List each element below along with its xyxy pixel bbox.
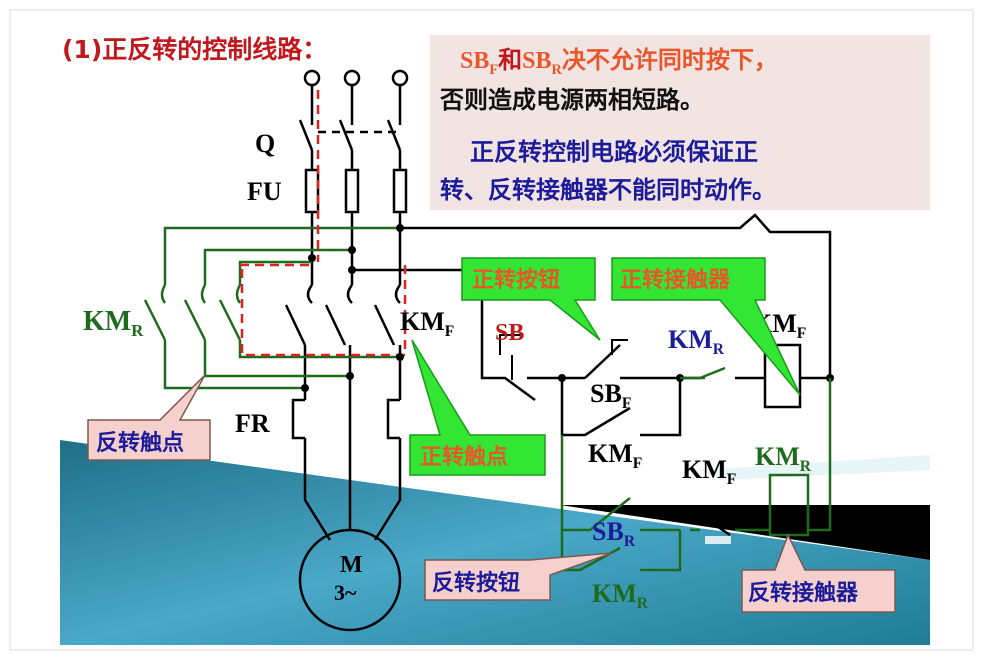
fr-label: FR [235, 409, 270, 438]
reverse-control [560, 366, 832, 572]
motor-phase-label: 3~ [334, 580, 357, 605]
svg-text:正转接触器: 正转接触器 [620, 267, 731, 293]
svg-text:正转触点: 正转触点 [420, 444, 508, 470]
km-f-interlock-label: KMF [682, 455, 736, 488]
bg-black-band [560, 505, 930, 560]
kmf-nc-mark [705, 536, 731, 544]
note-line-3: 正反转控制电路必须保证正 [470, 138, 758, 166]
bg-highlight [700, 455, 930, 480]
slide-title: (1)正反转的控制线路： [62, 35, 327, 64]
sb-r-label: SBR [592, 517, 636, 550]
km-f-hold-label: KMF [588, 439, 642, 472]
km-r-main-label: KMR [83, 306, 144, 340]
km-r-coil-label: KMR [755, 442, 812, 475]
note-line-2: 否则造成电源两相短路。 [439, 86, 704, 114]
note-line-4: 转、反转接触器不能同时动作。 [440, 176, 776, 204]
callout-forward-contact: 正转触点 [409, 339, 546, 476]
note-box [430, 35, 930, 210]
svg-text:反转接触器: 反转接触器 [748, 580, 859, 606]
note-line-1: SBF和SBR决不允许同时按下， [460, 46, 778, 78]
q-label: Q [255, 129, 275, 158]
km-r-hold-label: KMR [592, 579, 649, 612]
km-r-interlock-label: KMR [668, 325, 725, 358]
junction-dots [301, 224, 834, 392]
callout-reverse-contactor: 反转接触器 [741, 533, 896, 613]
svg-text:反转按钮: 反转按钮 [432, 570, 520, 596]
fu-label: FU [247, 177, 282, 206]
sb-f-label: SBF [590, 379, 631, 412]
forward-dashed-box [240, 263, 407, 357]
sb-stop-label: SB [495, 320, 524, 346]
power-circuit [284, 69, 832, 632]
callout-forward-button: 正转按钮 [461, 257, 601, 341]
control-circuit [480, 270, 830, 437]
callout-reverse-contact: 反转触点 [87, 374, 211, 461]
km-f-main-label: KMF [400, 307, 454, 340]
callout-forward-contactor: 正转接触器 [611, 257, 801, 396]
kmf-nc-contact [699, 513, 731, 537]
bg-wave [60, 440, 930, 645]
motor-label: M [340, 552, 363, 578]
callout-reverse-button: 反转按钮 [424, 552, 613, 601]
svg-text:反转触点: 反转触点 [96, 430, 184, 456]
svg-text:正转按钮: 正转按钮 [472, 267, 560, 293]
